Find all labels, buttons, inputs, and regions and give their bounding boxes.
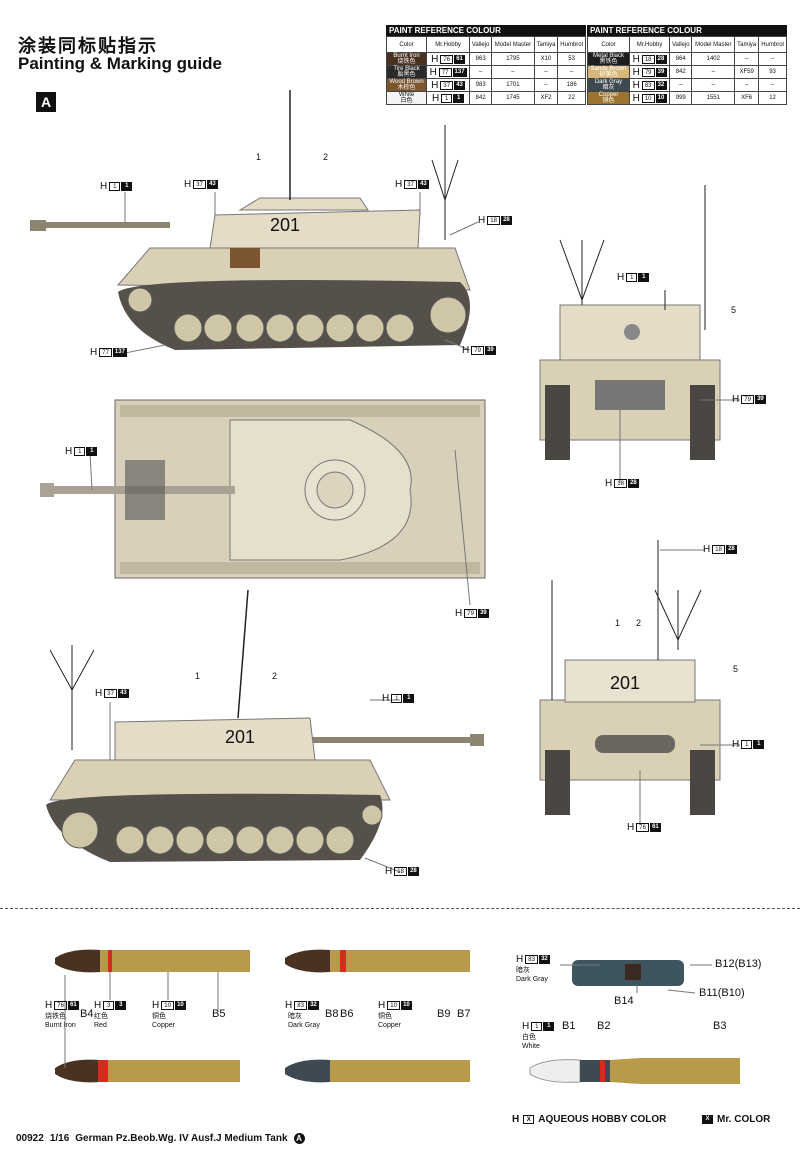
column-header: Humbrol [758,36,787,53]
part-B8: B8 [325,1008,339,1020]
marking-1: 1 [615,618,621,628]
marking-2: 2 [636,618,642,628]
tank-front-view [539,185,721,460]
scheme-badge: A [36,92,56,112]
table-title: PAINT REFERENCE COLOUR [386,25,586,36]
marking-2: 2 [323,152,329,162]
vallejo-cell: 999 [669,91,693,105]
section-divider [0,908,800,909]
part-B6: B6 [340,1008,354,1020]
product-code: 00922 [16,1133,44,1144]
tank-side-view-right [30,90,471,350]
table-title: PAINT REFERENCE COLOUR [587,25,787,36]
title-english: Painting & Marking guide [18,54,223,73]
tank-rear-view [539,540,721,815]
tank-top-view [40,399,486,579]
part-B2: B2 [597,1020,611,1032]
humbrol-cell: 12 [758,91,787,105]
part-B4: B4 [80,1008,94,1020]
humbrol-cell: 22 [557,91,586,105]
ammo-rounds [55,949,740,1084]
marking-2: 2 [272,671,278,681]
part-B7: B7 [457,1008,471,1020]
scale: 1/16 [49,1133,70,1144]
part-B3: B3 [713,1020,727,1032]
tank-side-view-left [46,589,484,862]
part-B5: B5 [212,1008,226,1020]
part-B1: B1 [562,1020,576,1032]
scheme-badge: A [293,1133,305,1144]
part-B12: B12(B13) [715,958,762,970]
marking-5: 5 [733,664,739,674]
product-name: German Pz.Beob.Wg. IV Ausf.J Medium Tank [75,1133,288,1144]
part-B14: B14 [614,995,634,1007]
model-master-cell: 1551 [691,91,736,105]
title-chinese: 涂装同标贴指示 [18,36,158,56]
marking-1: 1 [195,671,201,681]
part-B11: B11(B10) [699,987,745,999]
turret-number: 201 [225,727,256,747]
turret-number: 201 [270,215,301,235]
footer: 00922 1/16 German Pz.Beob.Wg. IV Ausf.J … [16,1133,305,1144]
marking-1: 1 [256,152,262,162]
part-B9: B9 [437,1008,451,1020]
model-master-cell: 1745 [491,91,535,105]
turret-number: 201 [610,673,641,693]
marking-5: 5 [731,305,737,315]
